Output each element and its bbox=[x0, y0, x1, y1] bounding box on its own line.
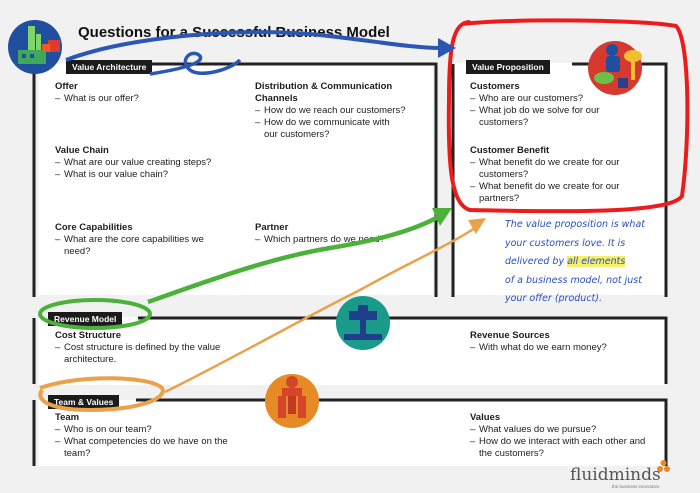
factory-icon bbox=[8, 20, 62, 74]
values-question: What values do we pursue? bbox=[470, 424, 650, 436]
blue-arrow bbox=[65, 30, 441, 62]
value-chain-question: What are our value creating steps? bbox=[55, 157, 245, 169]
partner-heading: Partner bbox=[255, 222, 289, 233]
value-chain-question: What is our value chain? bbox=[55, 169, 245, 181]
scale-icon bbox=[336, 296, 390, 350]
note-line: The value proposition is what bbox=[505, 219, 645, 230]
offer-question: What is our offer? bbox=[55, 93, 245, 105]
team-question: What competencies do we have on the team… bbox=[55, 436, 240, 460]
note-line: of a business model, not just bbox=[505, 274, 642, 286]
customer-benefit-section: Customer Benefit What benefit do we crea… bbox=[470, 145, 645, 205]
cost-structure-question: Cost structure is defined by the value a… bbox=[55, 342, 240, 366]
red-circle-marker bbox=[446, 18, 690, 214]
cost-structure-section: Cost Structure Cost structure is defined… bbox=[55, 330, 240, 366]
customer-benefit-heading: Customer Benefit bbox=[470, 145, 550, 156]
rm-top-right-bracket bbox=[138, 316, 668, 384]
green-arrow bbox=[147, 214, 442, 305]
partner-section: Partner Which partners do we need? bbox=[255, 222, 430, 246]
note-text: delivered by bbox=[505, 256, 568, 267]
cost-structure-heading: Cost Structure bbox=[55, 330, 121, 341]
values-question: How do we interact with each other and t… bbox=[470, 436, 650, 460]
partner-question: Which partners do we need? bbox=[255, 234, 430, 246]
revenue-sources-question: With what do we earn money? bbox=[470, 342, 645, 354]
note-line: your offer (product). bbox=[505, 293, 602, 304]
customers-section: Customers Who are our customers? What jo… bbox=[470, 81, 640, 129]
orange-arrow bbox=[164, 224, 479, 394]
blue-arrowhead bbox=[438, 38, 456, 58]
values-section: Values What values do we pursue? How do … bbox=[470, 412, 650, 460]
note-line: delivered by all elements bbox=[505, 253, 675, 272]
distribution-heading-line2: Channels bbox=[255, 93, 298, 104]
blue-loop bbox=[149, 51, 242, 76]
customer-benefit-question: What benefit do we create for our custom… bbox=[470, 157, 645, 181]
value-proposition-header: Value Proposition bbox=[466, 60, 550, 74]
green-circle-marker bbox=[38, 298, 152, 330]
core-capabilities-question: What are the core capabilities we need? bbox=[55, 234, 215, 258]
core-capabilities-heading: Core Capabilities bbox=[55, 222, 133, 233]
team-section: Team Who is on our team? What competenci… bbox=[55, 412, 240, 460]
team-question: Who is on our team? bbox=[55, 424, 240, 436]
team-icon bbox=[265, 374, 319, 428]
distribution-question: How do we reach our customers? bbox=[255, 105, 430, 117]
team-values-header: Team & Values bbox=[48, 395, 120, 409]
customer-benefit-question: What benefit do we create for our partne… bbox=[470, 181, 645, 205]
offer-heading: Offer bbox=[55, 81, 78, 92]
distribution-section: Distribution & Communication Channels Ho… bbox=[255, 81, 430, 141]
value-proposition-note: The value proposition is what your custo… bbox=[505, 216, 675, 309]
orange-arrowhead bbox=[468, 218, 486, 234]
value-chain-heading: Value Chain bbox=[55, 145, 109, 156]
value-chain-section: Value Chain What are our value creating … bbox=[55, 145, 245, 181]
brand-logo: fluidminds bbox=[570, 465, 661, 485]
customers-icon bbox=[588, 41, 642, 95]
brand-tagline: the business innovators bbox=[612, 484, 660, 489]
customers-heading: Customers bbox=[470, 81, 520, 92]
core-capabilities-section: Core Capabilities What are the core capa… bbox=[55, 222, 215, 258]
note-line: your customers love. It is bbox=[505, 237, 626, 249]
values-heading: Values bbox=[470, 412, 501, 423]
orange-circle-marker bbox=[38, 376, 165, 413]
distribution-heading-line1: Distribution & Communication bbox=[255, 81, 393, 92]
offer-section: Offer What is our offer? bbox=[55, 81, 245, 105]
distribution-question: How do we communicate with our customers… bbox=[255, 117, 404, 141]
value-architecture-header: Value Architecture bbox=[66, 60, 153, 74]
customers-question: What job do we solve for our customers? bbox=[470, 105, 640, 129]
team-heading: Team bbox=[55, 412, 80, 423]
revenue-sources-heading: Revenue Sources bbox=[470, 330, 550, 341]
brand-mark-icon bbox=[657, 460, 670, 472]
revenue-model-header: Revenue Model bbox=[48, 312, 123, 326]
green-arrowhead bbox=[432, 208, 452, 226]
customers-question: Who are our customers? bbox=[470, 93, 640, 105]
note-highlight: all elements bbox=[567, 256, 626, 267]
revenue-sources-section: Revenue Sources With what do we earn mon… bbox=[470, 330, 645, 354]
